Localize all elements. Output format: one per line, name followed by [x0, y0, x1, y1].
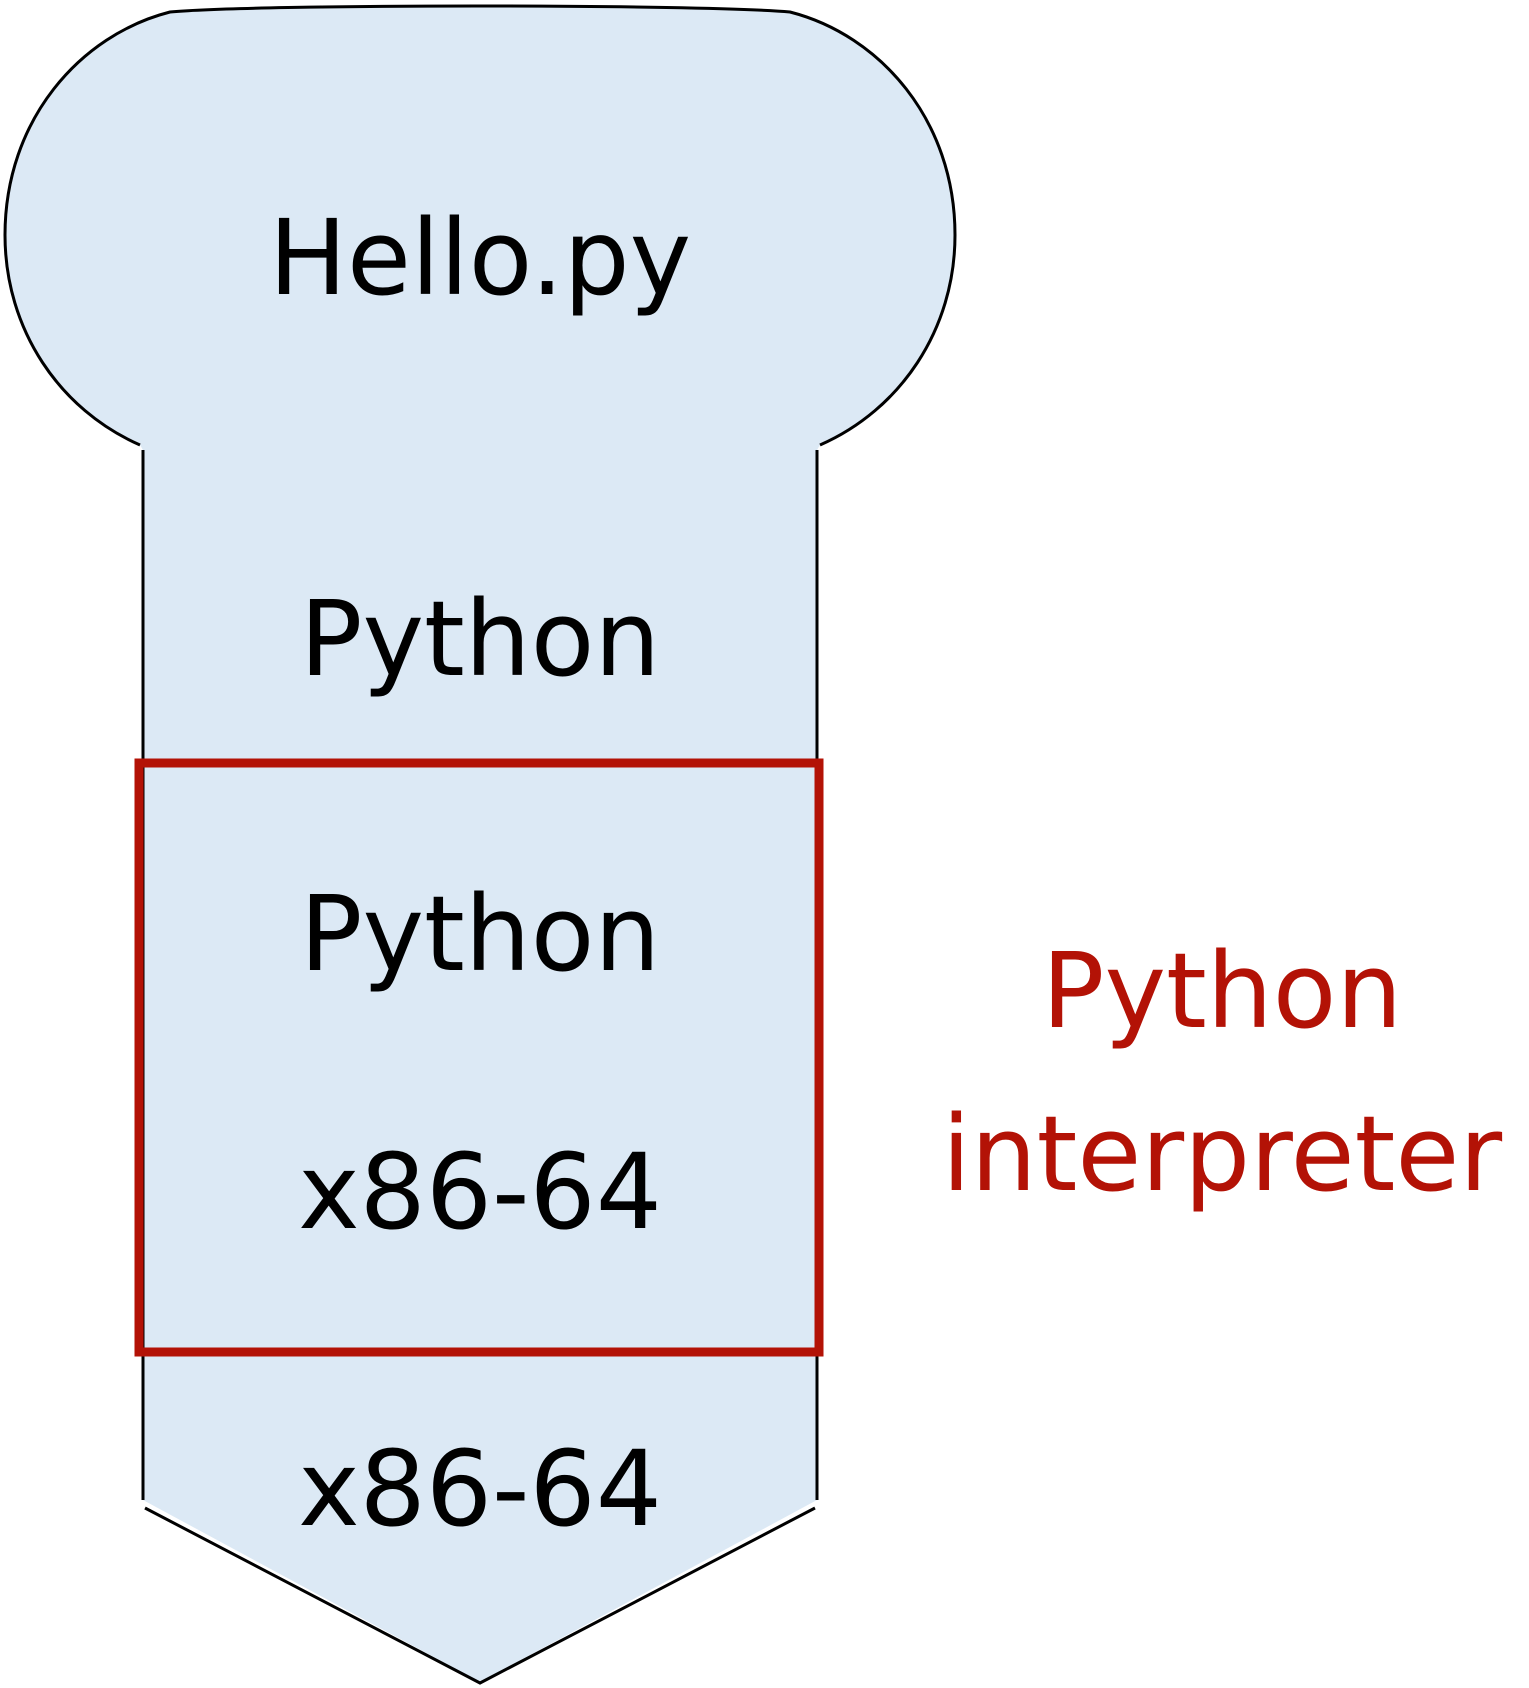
interpreter-highlight-box: [134, 758, 824, 1357]
callout-line-2: interpreter: [942, 1093, 1503, 1215]
interpreter-python-label: Python: [300, 873, 661, 995]
t-diagram-shape: [5, 6, 955, 1682]
callout-line-1: Python: [1042, 930, 1403, 1052]
hello-py-label: Hello.py: [269, 197, 691, 319]
x86-64-layer-label: x86-64: [298, 1428, 662, 1550]
interpreter-x86-64-label: x86-64: [298, 1131, 662, 1253]
t-diagram-outline: [3, 4, 957, 447]
bottom-point-outline: [144, 1506, 816, 1685]
python-layer-label: Python: [300, 578, 661, 700]
